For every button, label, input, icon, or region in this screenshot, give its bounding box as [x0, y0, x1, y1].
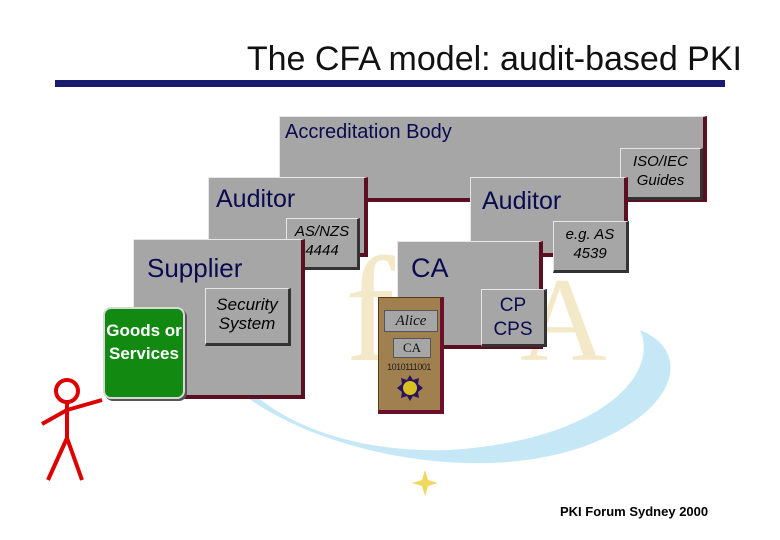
- goods-or-services-box: Goods or Services: [103, 307, 185, 399]
- footer-text: PKI Forum Sydney 2000: [560, 504, 709, 519]
- certificate: Alice CA 1010111001: [378, 297, 444, 414]
- certificate-name: Alice: [384, 310, 438, 332]
- certificate-issuer: CA: [393, 338, 431, 358]
- certificate-bits: 1010111001: [387, 362, 431, 372]
- security-system-text: Security System: [216, 295, 278, 333]
- title-underline: [55, 80, 725, 87]
- iso-iec-guides-text: ISO/IEC Guides: [632, 153, 688, 189]
- auditor-left-label: Auditor: [216, 185, 296, 213]
- sparkle-icon: [412, 470, 438, 496]
- ca-label: CA: [411, 253, 449, 283]
- goods-or-services-text: Goods or Services: [106, 321, 182, 363]
- auditor-right-label: Auditor: [482, 187, 562, 215]
- page-title: The CFA model: audit-based PKI: [246, 40, 742, 78]
- supplier-label: Supplier: [147, 253, 243, 283]
- eg-as-text: e.g. AS 4539: [565, 226, 615, 262]
- as-nzs-text: AS/NZS 4444: [294, 223, 350, 259]
- seal-icon: [397, 375, 423, 401]
- accreditation-body-label: Accreditation Body: [285, 121, 452, 143]
- security-system-tag: Security System: [205, 288, 291, 346]
- eg-as-tag: e.g. AS 4539: [553, 221, 629, 273]
- cp-cps-tag: CP CPS: [481, 289, 547, 347]
- cp-cps-text: CP CPS: [493, 295, 533, 340]
- iso-iec-guides-tag: ISO/IEC Guides: [620, 148, 703, 200]
- person-icon: [41, 378, 103, 481]
